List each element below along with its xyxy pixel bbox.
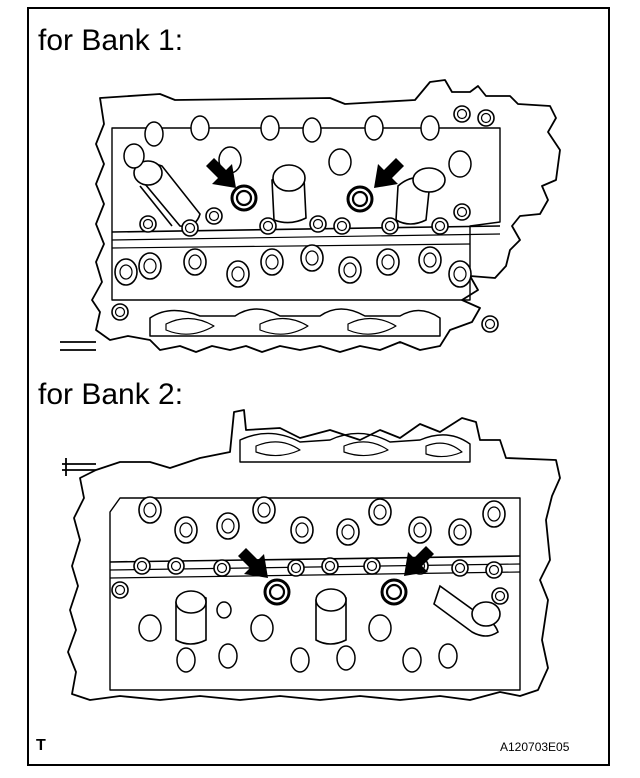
bank1-lower-bosses	[114, 244, 472, 288]
figure-code: A120703E05	[500, 740, 570, 754]
bank1-valve-bores	[123, 115, 472, 178]
arrow-icon	[238, 548, 268, 578]
bank1-head	[60, 79, 561, 353]
bank2-title: for Bank 2:	[38, 378, 184, 411]
bank2-upper-bosses	[138, 496, 506, 546]
arrow-icon	[404, 546, 434, 576]
corner-mark: T	[36, 737, 46, 754]
bank1-title: for Bank 1:	[38, 24, 184, 57]
seal-ring-icon	[263, 578, 291, 606]
seal-ring-icon	[380, 578, 408, 606]
bank2-head	[62, 409, 561, 701]
arrow-icon	[206, 158, 236, 188]
bank2-cam-journals	[175, 584, 501, 645]
figure-frame	[27, 7, 610, 766]
bank1-cam-journals	[133, 160, 446, 228]
seal-ring-icon	[346, 185, 374, 213]
seal-ring-icon	[230, 184, 258, 212]
bank2-valve-bores	[138, 601, 458, 673]
arrow-icon	[374, 158, 404, 188]
